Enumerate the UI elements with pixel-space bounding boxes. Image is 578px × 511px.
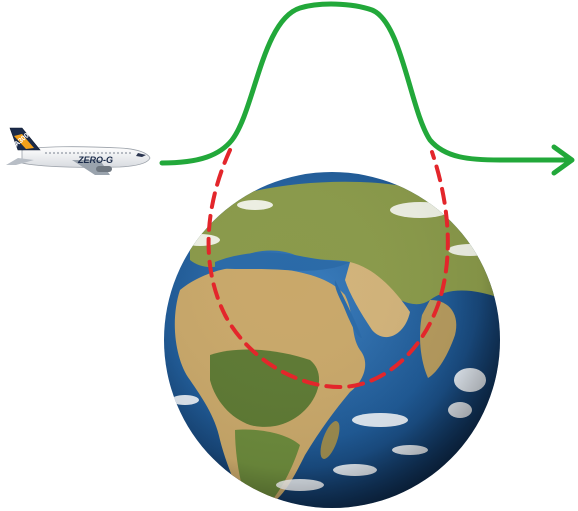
parabola-orbit-dashed	[206, 148, 450, 390]
aircraft-fuselage	[21, 146, 151, 168]
aircraft-engine	[96, 166, 112, 172]
earth-globe	[164, 172, 500, 508]
aircraft-tail-stripe	[14, 134, 34, 149]
airplane-icon: A300 ZERO-G	[6, 127, 151, 175]
flight-path-line	[159, 1, 569, 166]
aircraft-stabilizer	[6, 158, 34, 165]
globe-shading	[164, 172, 500, 508]
aircraft-fuselage-label: ZERO-G	[77, 155, 113, 165]
aircraft-cockpit	[136, 153, 146, 157]
flight-path-arrowhead	[551, 144, 575, 176]
